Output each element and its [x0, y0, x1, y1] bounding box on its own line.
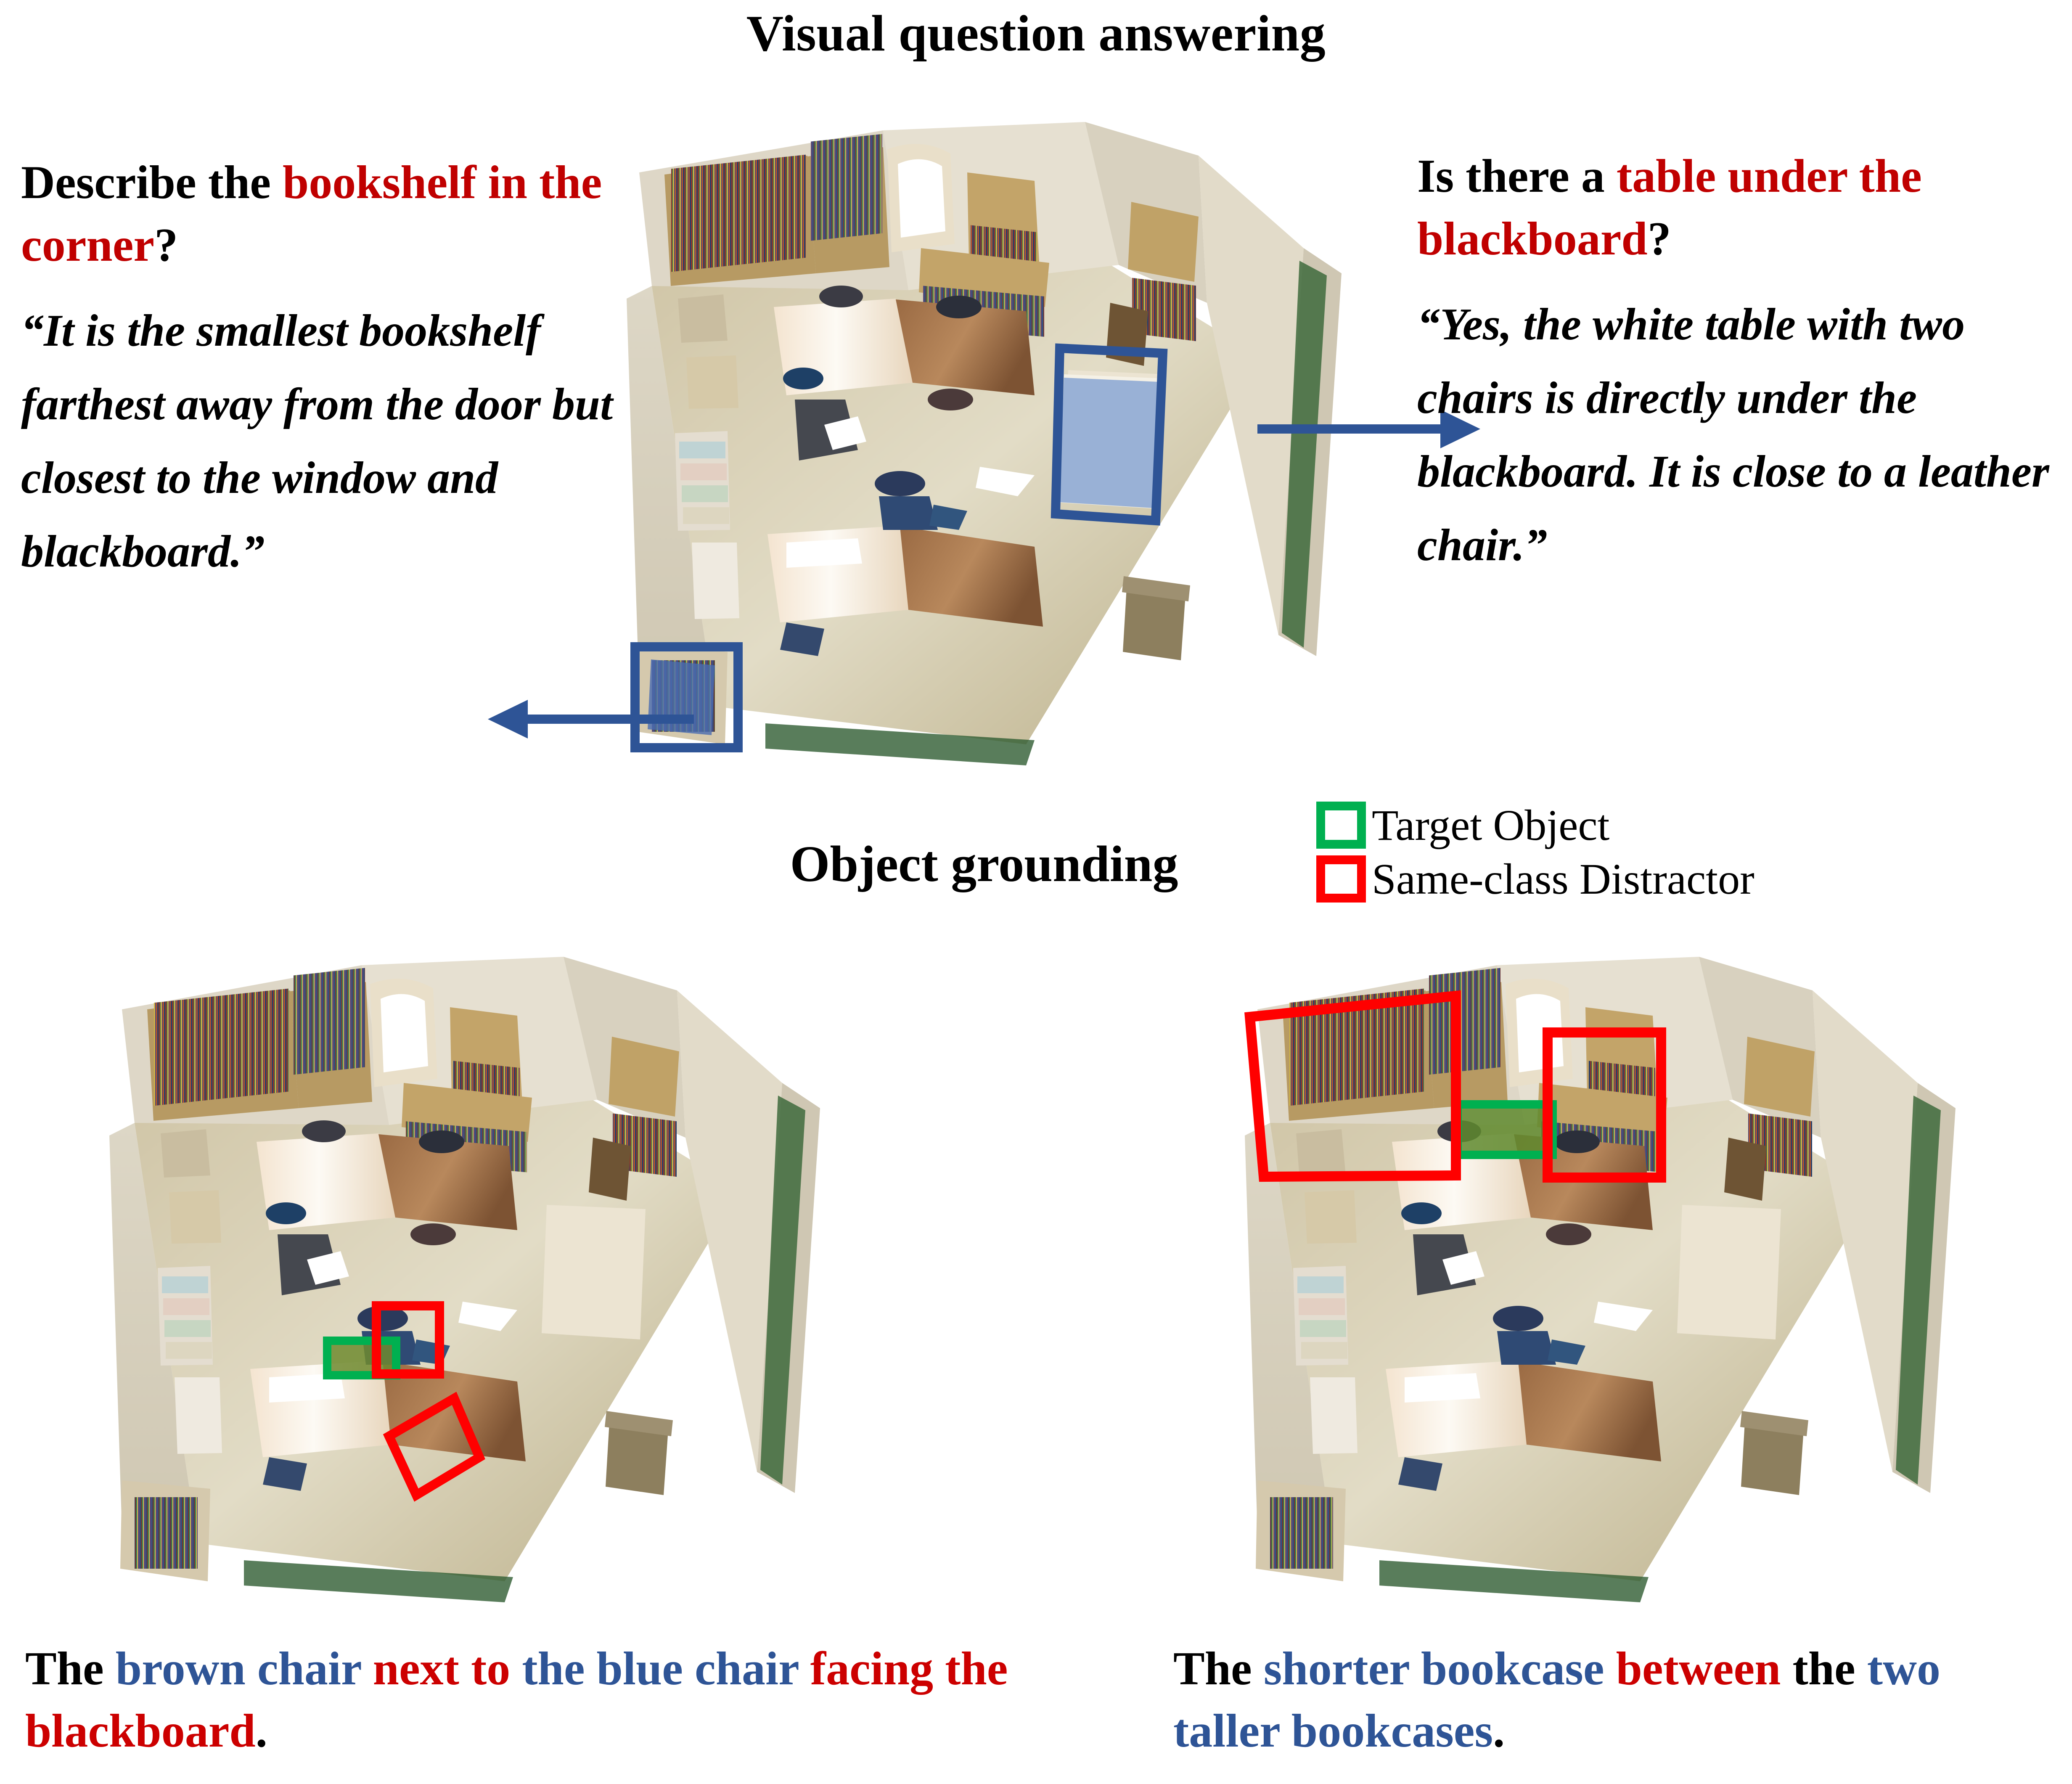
caption-part-5: . — [255, 1705, 267, 1757]
caption-part-5: . — [1493, 1705, 1505, 1757]
distractor-box-1 — [372, 1301, 444, 1379]
caption-part-2: between — [1616, 1643, 1793, 1695]
grounding-caption-right: The shorter bookcase between the two tal… — [1173, 1638, 2056, 1763]
legend: Target Object Same-class Distractor — [1316, 798, 1754, 906]
vqa-right-answer: “Yes, the white table with two chairs is… — [1417, 299, 2049, 570]
vqa-left-answer: “It is the smallest bookshelf farthest a… — [21, 305, 613, 577]
question-prefix: Is there a — [1417, 150, 1617, 202]
vqa-left-question: Describe the bookshelf in the corner? — [21, 151, 660, 277]
page-title: Visual question answering — [746, 5, 1326, 62]
caption-part-3: the blue chair — [522, 1643, 810, 1695]
caption-part-4: two taller bookcases — [1173, 1643, 1940, 1757]
grounding-caption-left: The brown chair next to the blue chair f… — [25, 1638, 1056, 1763]
caption-part-0: The — [1173, 1643, 1264, 1695]
caption-part-3: the — [1792, 1643, 1867, 1695]
section-title-object-grounding: Object grounding — [790, 836, 1178, 892]
vqa-left-text: Describe the bookshelf in the corner? “I… — [21, 151, 660, 589]
target-box-swatch-icon — [1316, 802, 1366, 849]
vqa-right-text: Is there a table under the blackboard? “… — [1417, 145, 2061, 582]
vqa-right-question: Is there a table under the blackboard? — [1417, 145, 2061, 270]
question-prefix: Describe the — [21, 156, 283, 209]
distractor-box-1 — [1244, 990, 1461, 1182]
callout-arrow-left — [488, 700, 694, 738]
caption-part-1: shorter bookcase — [1263, 1643, 1616, 1695]
target-object-fill — [1458, 1105, 1552, 1154]
question-suffix: ? — [154, 219, 178, 271]
caption-part-1: brown chair — [115, 1643, 373, 1695]
vqa-scene-render — [589, 105, 1396, 786]
callout-arrow-right — [1257, 410, 1480, 448]
distractor-box-swatch-icon — [1316, 855, 1366, 903]
legend-label-distractor: Same-class Distractor — [1372, 855, 1754, 903]
target-object-fill — [328, 1342, 395, 1374]
distractor-box-2 — [383, 1392, 485, 1502]
target-object-box — [323, 1337, 400, 1379]
question-suffix: ? — [1647, 212, 1671, 265]
question-target-phrase: table under the blackboard — [1417, 150, 1922, 265]
legend-item-target: Target Object — [1316, 798, 1754, 852]
grounding-scene-right-render — [1199, 925, 2006, 1615]
legend-item-distractor: Same-class Distractor — [1316, 852, 1754, 906]
grounding-scene-left-render — [63, 925, 871, 1615]
question-target-phrase: bookshelf in the corner — [21, 156, 602, 271]
distractor-box-2 — [1543, 1027, 1666, 1183]
caption-part-2: next to — [373, 1643, 522, 1695]
caption-part-4: facing the blackboard — [25, 1643, 1008, 1757]
caption-part-0: The — [25, 1643, 116, 1695]
legend-label-target: Target Object — [1372, 801, 1610, 850]
